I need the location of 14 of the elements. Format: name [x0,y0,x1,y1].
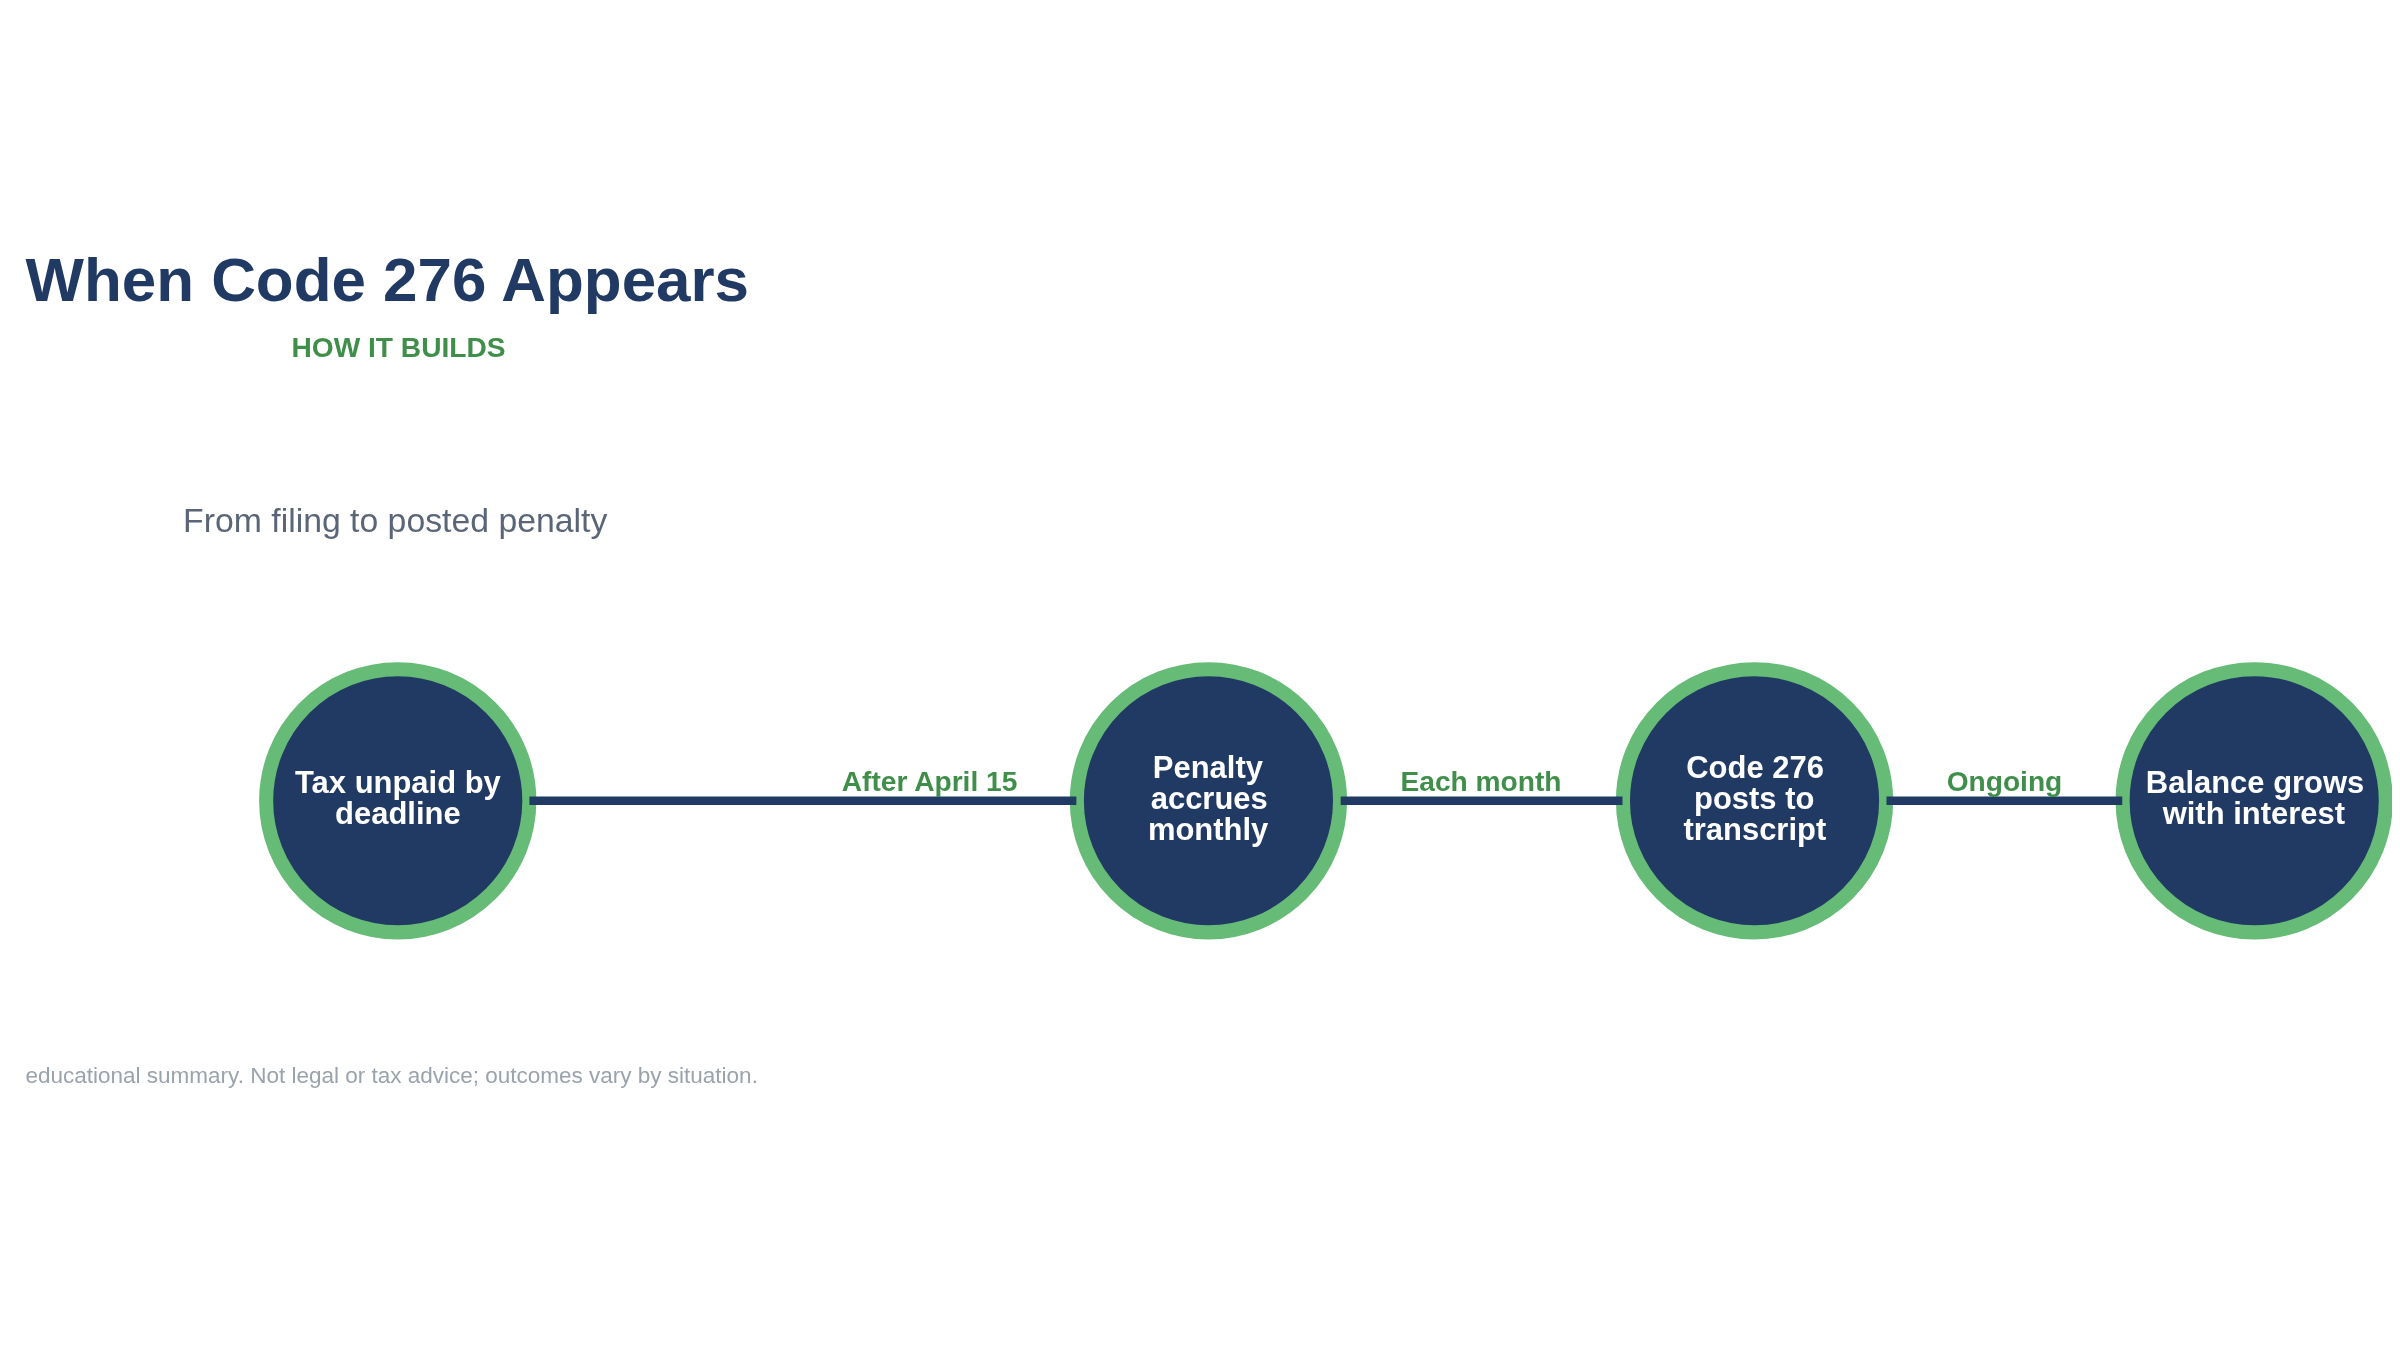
connector [1886,796,2123,805]
label: educational summary. Not legal or tax advice; outcomes vary by situation. [25,1062,758,1088]
node-circle: Balance grows with interest [2115,661,2392,939]
label: HOW IT BUILDS [291,331,506,363]
node-circle: Code 276 posts to transcript [1615,661,1894,939]
connector [529,796,1077,805]
label: From filing to posted penalty [183,500,608,539]
connector [1340,796,1623,805]
diagram-title: When Code 276 Appears [25,244,750,314]
edge-label: Each month [1400,765,1562,797]
node-circle: Penalty accrues monthly [1069,661,1348,939]
edge-label: After April 15 [841,765,1018,797]
edge-label: Ongoing [1946,765,2063,797]
node-circle: Tax unpaid by deadline [259,661,537,939]
